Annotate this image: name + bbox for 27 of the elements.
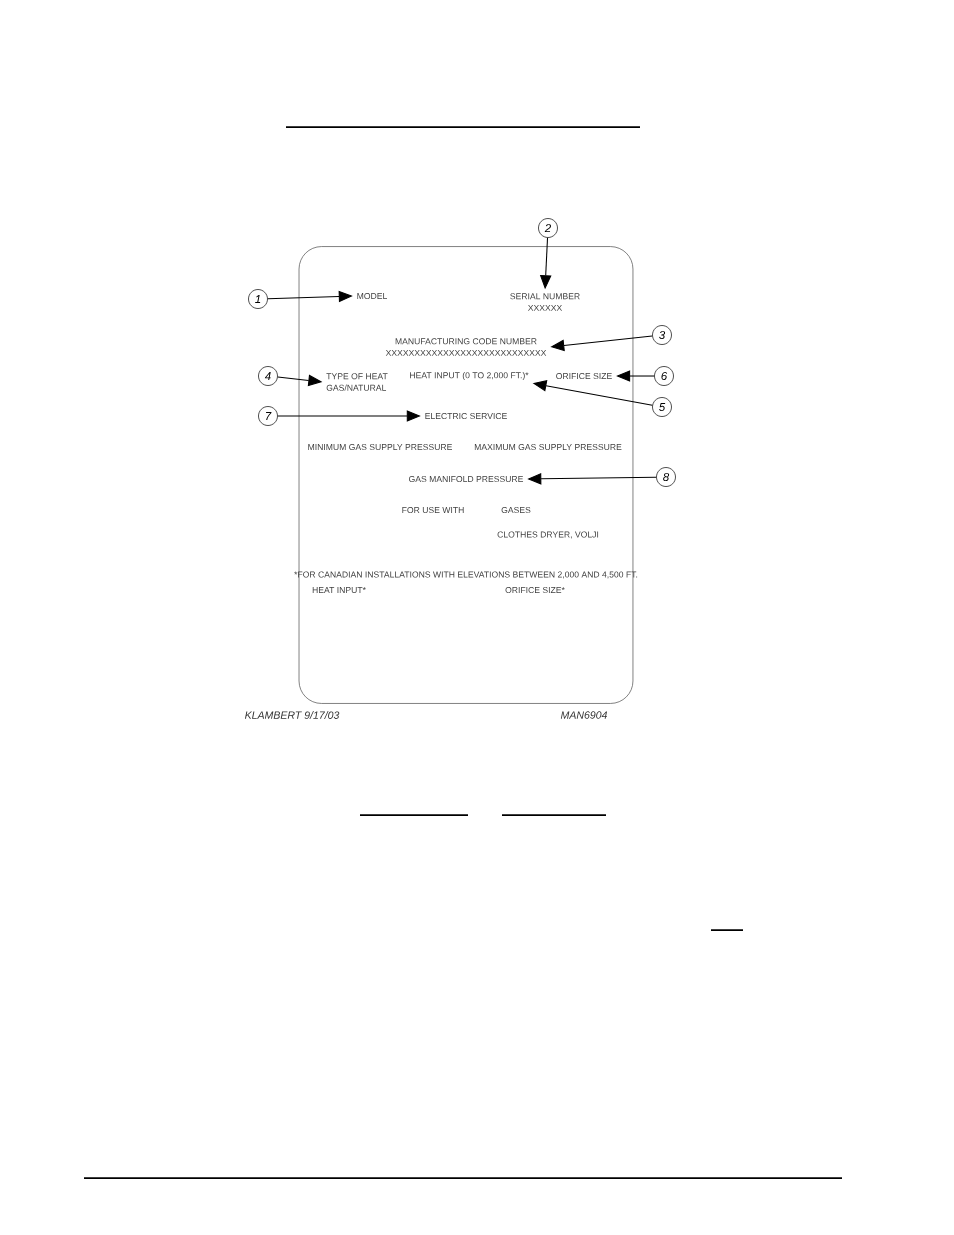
- plate-text: ORIFICE SIZE*: [505, 586, 565, 594]
- plate-text: MANUFACTURING CODE NUMBER XXXXXXXXXXXXXXXXXXXXXXXXXXXX: [385, 338, 547, 356]
- plate-text: ELECTRIC SERVICE: [425, 412, 507, 420]
- callout-number: 6: [654, 366, 674, 386]
- plate-text: GASES: [501, 506, 531, 514]
- plate-text: CLOTHES DRYER, VOLJI: [497, 531, 599, 539]
- plate-text: MAXIMUM GAS SUPPLY PRESSURE: [474, 443, 622, 451]
- leader-line: [616, 370, 655, 382]
- plate-text: TYPE OF HEAT GAS/NATURAL: [326, 373, 388, 391]
- plate-text: HEAT INPUT (0 TO 2,000 FT.)*: [410, 372, 529, 381]
- callout-number: 3: [652, 325, 672, 345]
- drawing-note: MAN6904: [560, 711, 608, 719]
- plate-text: HEAT INPUT*: [312, 587, 366, 593]
- plate-text: FOR USE WITH: [402, 506, 464, 514]
- callout-number: 2: [538, 218, 558, 238]
- plate-text: GAS MANIFOLD PRESSURE: [409, 475, 523, 483]
- plate-text: ORIFICE SIZE: [556, 372, 612, 380]
- plate-text: SERIAL NUMBER XXXXXX: [510, 293, 580, 311]
- plate-text: MINIMUM GAS SUPPLY PRESSURE: [308, 443, 452, 451]
- callout-number: 8: [656, 467, 676, 487]
- callout-number: 7: [258, 406, 278, 426]
- plate-text: MODEL: [357, 292, 387, 300]
- callout-number: 1: [248, 289, 268, 309]
- callout-number: 4: [258, 366, 278, 386]
- callout-number: 5: [652, 397, 672, 417]
- plate-text: *FOR CANADIAN INSTALLATIONS WITH ELEVATIONS BETWEEN 2,000 AND 4,500 FT.: [294, 571, 638, 579]
- drawing-note: KLAMBERT 9/17/03: [244, 711, 340, 719]
